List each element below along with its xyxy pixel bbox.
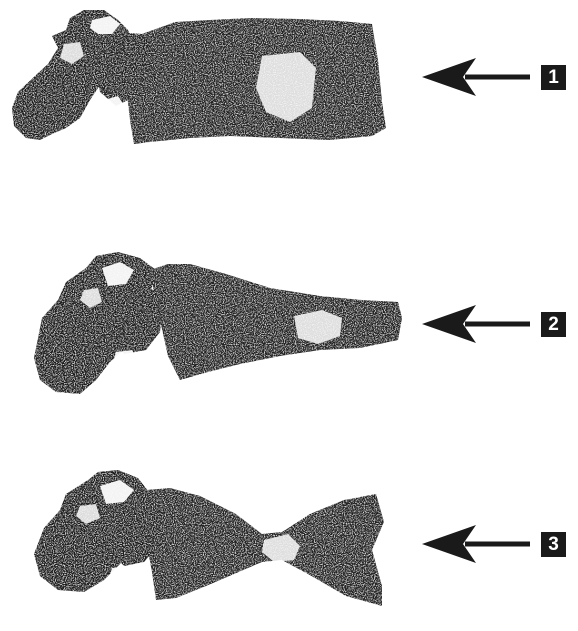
arrow-left-icon (422, 305, 530, 343)
vertebra-2-pedicle (110, 286, 164, 354)
arrow-left-icon (422, 58, 530, 96)
vertebra-biconcave (34, 470, 384, 616)
vertebra-wedge (34, 252, 402, 408)
label-badge-1: 1 (541, 65, 566, 90)
label-badge-3: 3 (541, 532, 566, 557)
vertebra-2-process-highlight (110, 350, 142, 408)
label-badge-2: 2 (541, 312, 566, 337)
arrow-left-icon (422, 525, 530, 563)
vertebra-3-process-highlight (106, 566, 138, 616)
vertebra-1-body (118, 18, 386, 144)
vertebra-1-process-highlight (92, 96, 128, 164)
vertebra-normal (12, 10, 386, 164)
vertebra-2-body (150, 264, 402, 380)
